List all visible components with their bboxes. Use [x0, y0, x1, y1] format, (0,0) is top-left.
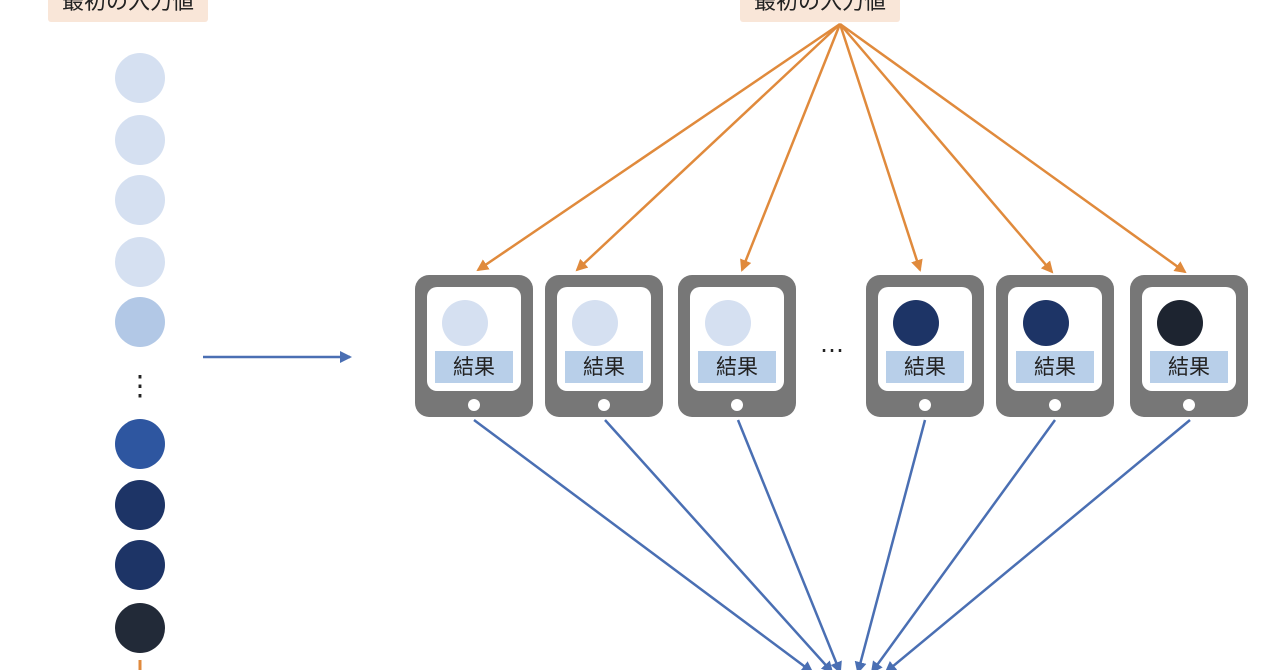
device-screen: 結果 — [557, 287, 651, 391]
result-label: 結果 — [886, 351, 964, 383]
home-button-icon — [468, 399, 480, 411]
input-value-dot — [115, 480, 165, 530]
left-column-ellipsis: ⋮ — [126, 369, 154, 402]
device-card: 結果 — [545, 275, 663, 417]
input-distribution-arrow — [740, 23, 842, 272]
device-value-dot — [572, 300, 618, 346]
result-aggregation-arrow — [736, 419, 842, 670]
device-value-dot — [1157, 300, 1203, 346]
input-distribution-arrow — [476, 22, 841, 272]
device-card: 結果 — [1130, 275, 1248, 417]
input-value-dot — [115, 53, 165, 103]
result-label: 結果 — [1150, 351, 1228, 383]
input-distribution-arrow — [838, 23, 923, 272]
input-value-dot — [115, 115, 165, 165]
input-value-dot — [115, 237, 165, 287]
device-row-ellipsis: … — [820, 330, 845, 358]
device-card: 結果 — [678, 275, 796, 417]
device-screen: 結果 — [1142, 287, 1236, 391]
home-button-icon — [598, 399, 610, 411]
result-aggregation-arrow — [884, 419, 1191, 670]
home-button-icon — [919, 399, 931, 411]
device-value-dot — [442, 300, 488, 346]
device-value-dot — [705, 300, 751, 346]
result-aggregation-arrow — [854, 419, 927, 670]
input-distribution-arrow — [575, 23, 841, 272]
device-card: 結果 — [866, 275, 984, 417]
result-label: 結果 — [435, 351, 513, 383]
input-value-dot — [115, 297, 165, 347]
input-value-dot — [115, 175, 165, 225]
device-value-dot — [1023, 300, 1069, 346]
device-value-dot — [893, 300, 939, 346]
result-aggregation-arrow — [473, 418, 814, 670]
result-aggregation-arrow — [870, 419, 1057, 670]
home-button-icon — [1183, 399, 1195, 411]
device-card: 結果 — [996, 275, 1114, 417]
device-screen: 結果 — [427, 287, 521, 391]
result-label: 結果 — [565, 351, 643, 383]
result-label: 結果 — [1016, 351, 1094, 383]
home-button-icon — [1049, 399, 1061, 411]
initial-input-label-top: 最初の入力値 — [740, 0, 901, 22]
result-label: 結果 — [698, 351, 776, 383]
home-button-icon — [731, 399, 743, 411]
input-distribution-arrow — [839, 22, 1187, 274]
device-screen: 結果 — [690, 287, 784, 391]
device-screen: 結果 — [1008, 287, 1102, 391]
input-value-dot — [115, 540, 165, 590]
input-value-dot — [115, 419, 165, 469]
device-screen: 結果 — [878, 287, 972, 391]
result-aggregation-arrow — [604, 419, 834, 670]
device-card: 結果 — [415, 275, 533, 417]
input-value-dot — [115, 603, 165, 653]
initial-input-label-left: 最初の入力値 — [48, 0, 209, 22]
input-distribution-arrow — [839, 23, 1054, 274]
